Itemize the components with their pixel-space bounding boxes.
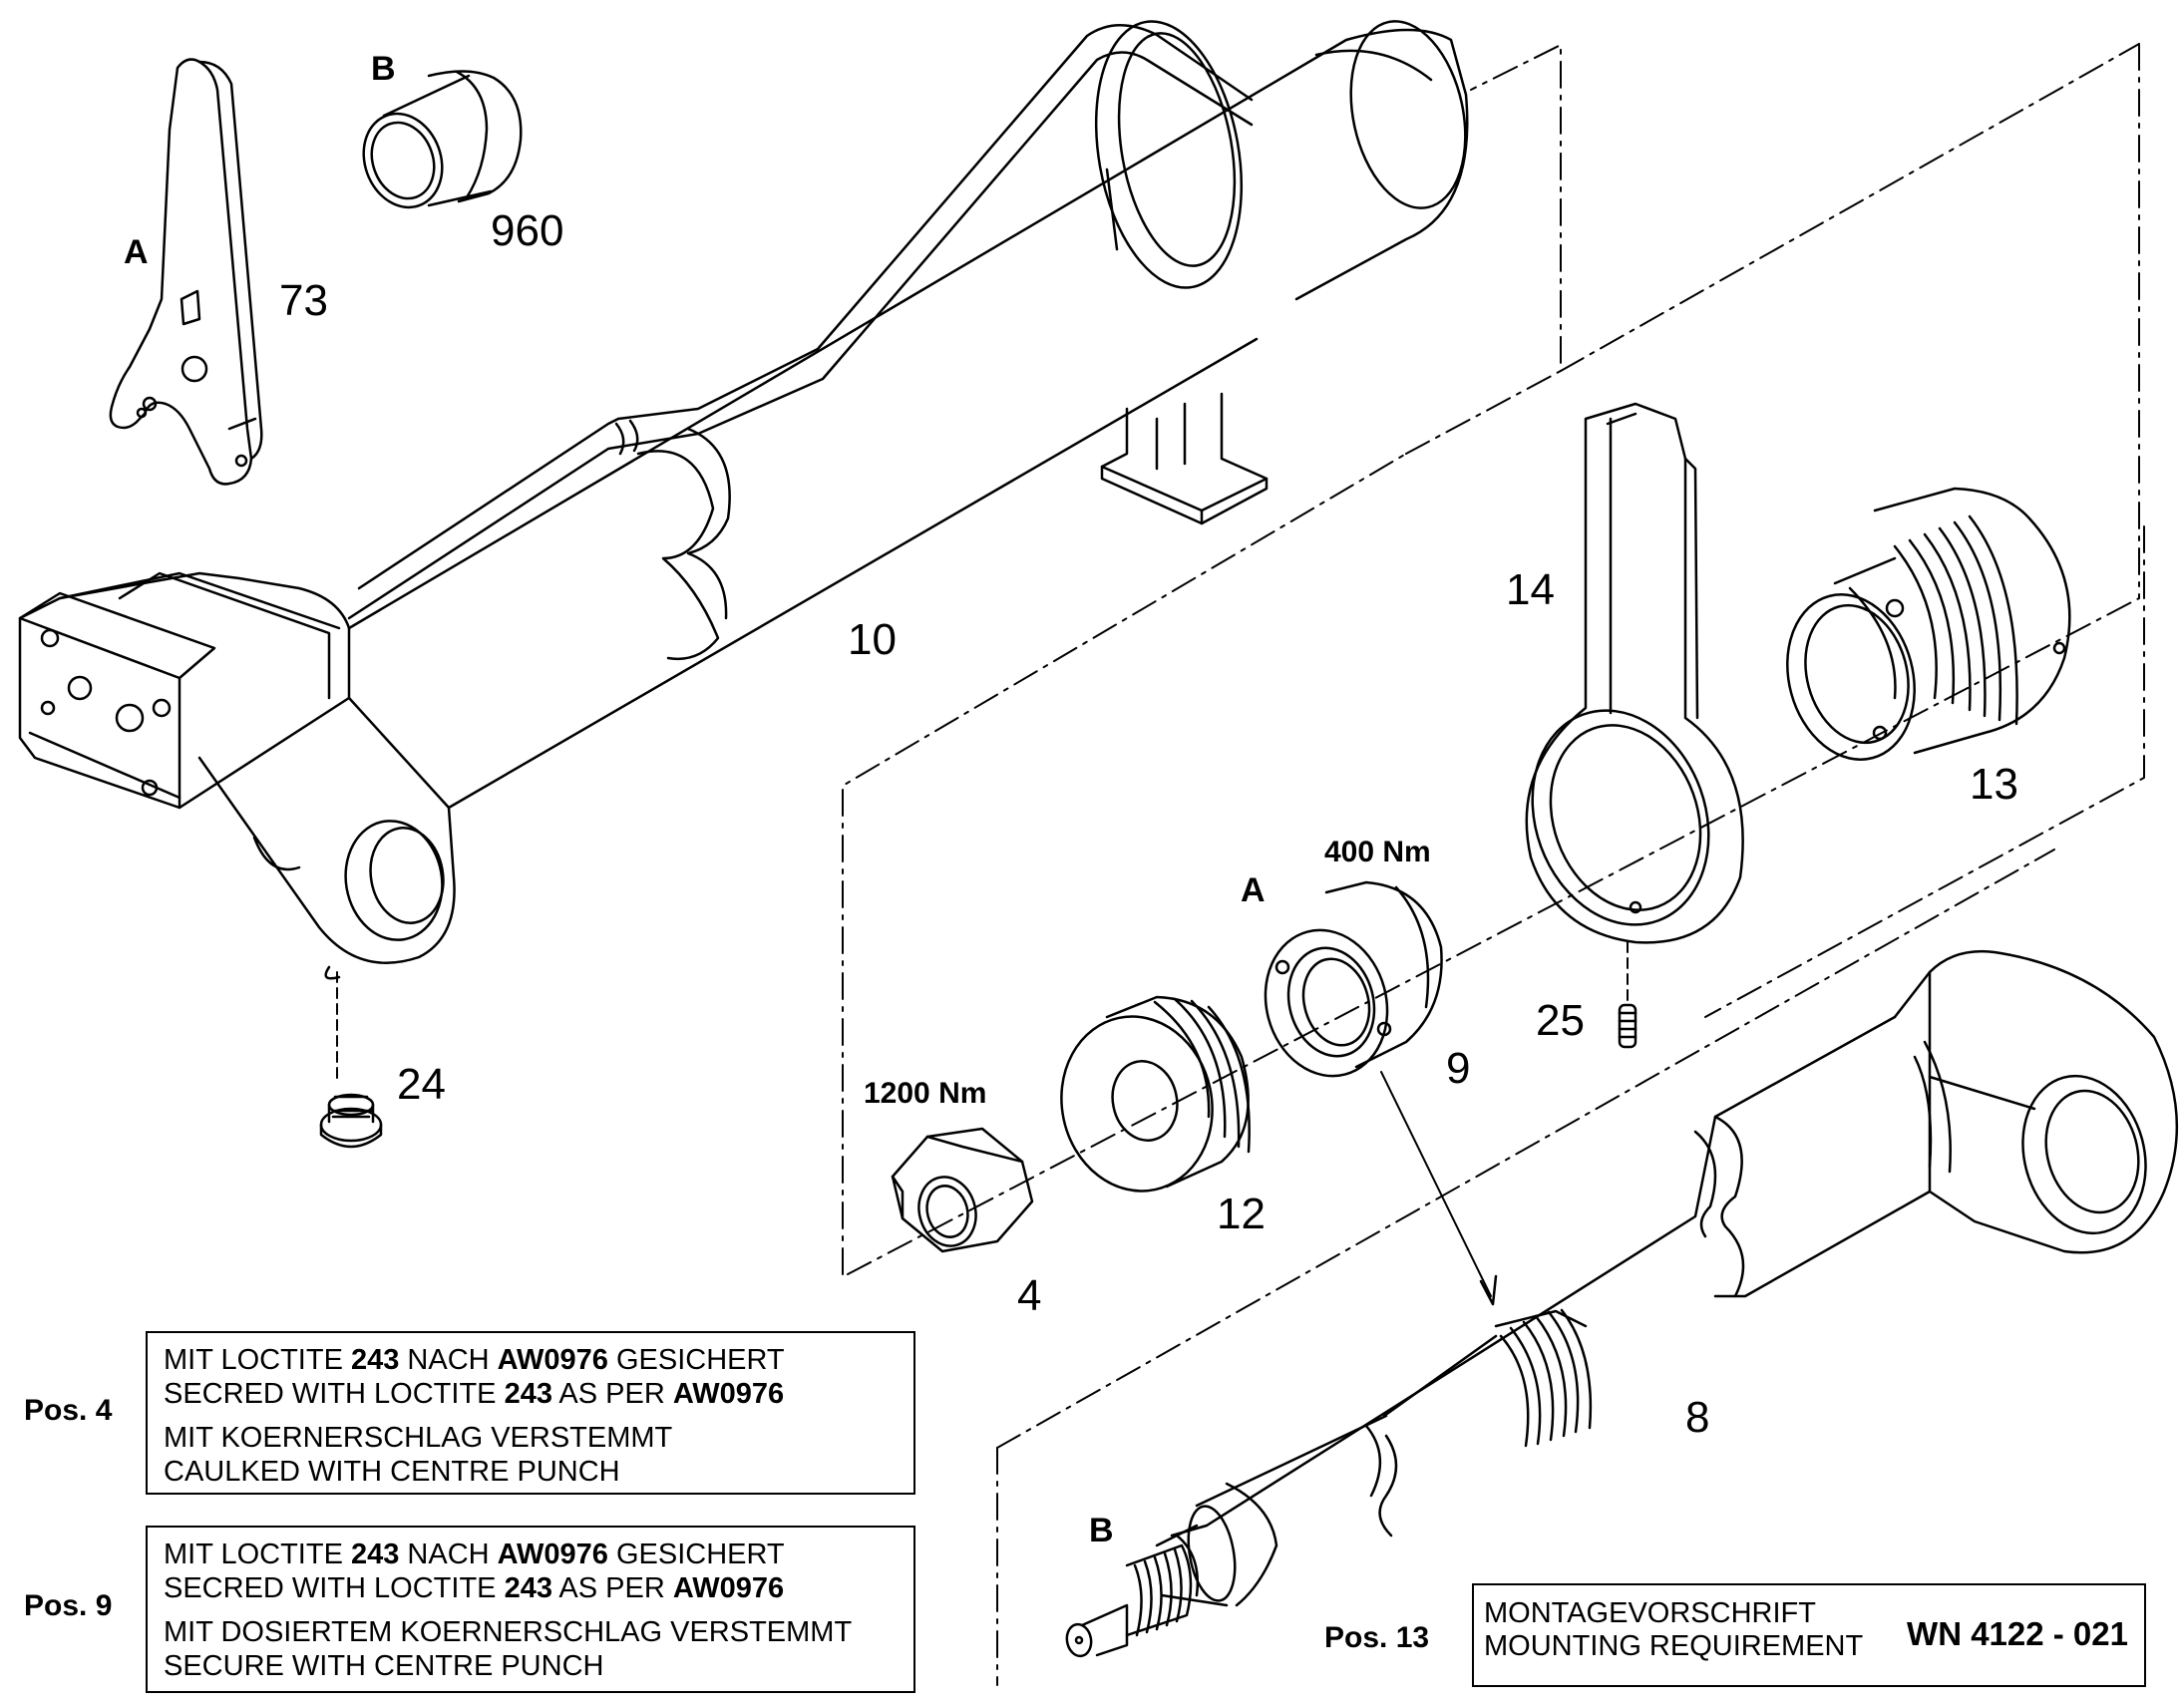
- part-number-9: 9: [1446, 1044, 1471, 1093]
- locking-plate-part-14: [1525, 402, 1744, 944]
- detail-letter-b-thread: B: [1089, 1512, 1114, 1549]
- note-line: MIT LOCTITE 243 NACH AW0976 GESICHERT: [164, 1344, 785, 1376]
- note-line: CAULKED WITH CENTRE PUNCH: [164, 1456, 620, 1488]
- note-box-pos-4: MIT LOCTITE 243 NACH AW0976 GESICHERT SE…: [146, 1331, 915, 1495]
- grub-screw-part-25: [1618, 941, 1637, 1049]
- pos-label-9: Pos. 9: [24, 1589, 113, 1622]
- torque-label-part-4: 1200 Nm: [864, 1077, 987, 1110]
- bushing-part-960: [362, 70, 523, 209]
- cylinder-tube-part-10: [18, 20, 1469, 980]
- part-number-14: 14: [1506, 565, 1555, 614]
- mounting-line-en: MOUNTING REQUIREMENT: [1484, 1630, 1864, 1662]
- hex-nut-part-4: [891, 1127, 1034, 1253]
- note-box-pos-9: MIT LOCTITE 243 NACH AW0976 GESICHERT SE…: [146, 1526, 915, 1693]
- threaded-gland-part-13: [1786, 487, 2071, 761]
- pos-label-4: Pos. 4: [24, 1394, 113, 1427]
- part-number-4: 4: [1017, 1271, 1042, 1320]
- note-line: SECURE WITH CENTRE PUNCH: [164, 1650, 604, 1682]
- note-line: SECRED WITH LOCTITE 243 AS PER AW0976: [164, 1378, 785, 1410]
- part-number-10: 10: [848, 615, 897, 664]
- torque-label-part-9: 400 Nm: [1324, 836, 1431, 868]
- part-number-73: 73: [279, 276, 328, 325]
- part-number-8: 8: [1685, 1393, 1710, 1442]
- part-number-25: 25: [1536, 996, 1585, 1045]
- part-number-24: 24: [397, 1060, 446, 1109]
- detail-letter-b-bushing: B: [371, 50, 396, 88]
- note-line: MIT DOSIERTEM KOERNERSCHLAG VERSTEMMT: [164, 1616, 853, 1648]
- part-number-12: 12: [1217, 1190, 1266, 1238]
- gland-nut-part-9: [1264, 880, 1443, 1078]
- note-group-punch: MIT KOERNERSCHLAG VERSTEMMT CAULKED WITH…: [164, 1421, 898, 1489]
- note-line: MIT KOERNERSCHLAG VERSTEMMT: [164, 1422, 673, 1454]
- part-number-13: 13: [1970, 760, 2018, 809]
- mounting-text: MONTAGEVORSCHRIFT MOUNTING REQUIREMENT: [1484, 1597, 1863, 1663]
- document-number: WN 4122 - 021: [1907, 1615, 2128, 1652]
- pos-label-13: Pos. 13: [1324, 1621, 1430, 1654]
- grease-nipple-part-24: [319, 971, 383, 1149]
- note-line: SECRED WITH LOCTITE 243 AS PER AW0976: [164, 1572, 785, 1604]
- spanner-tool-part-73: [109, 58, 263, 486]
- assembly-frame-lines: [842, 43, 2145, 1686]
- detail-letter-a-nut: A: [1241, 871, 1266, 909]
- part-number-960: 960: [491, 206, 564, 255]
- assembly-arrow: [1380, 1071, 1498, 1306]
- note-group-loctite: MIT LOCTITE 243 NACH AW0976 GESICHERT SE…: [164, 1537, 898, 1605]
- note-line: MIT LOCTITE 243 NACH AW0976 GESICHERT: [164, 1538, 785, 1570]
- note-group-loctite: MIT LOCTITE 243 NACH AW0976 GESICHERT SE…: [164, 1343, 898, 1411]
- detail-letter-a-tool: A: [124, 233, 149, 271]
- mounting-requirement-box: MONTAGEVORSCHRIFT MOUNTING REQUIREMENT W…: [1472, 1583, 2146, 1687]
- mounting-line-de: MONTAGEVORSCHRIFT: [1484, 1597, 1816, 1629]
- note-group-punch: MIT DOSIERTEM KOERNERSCHLAG VERSTEMMT SE…: [164, 1615, 898, 1683]
- piston-rod-part-8: [1065, 950, 2179, 1658]
- piston-part-12: [1060, 995, 1251, 1193]
